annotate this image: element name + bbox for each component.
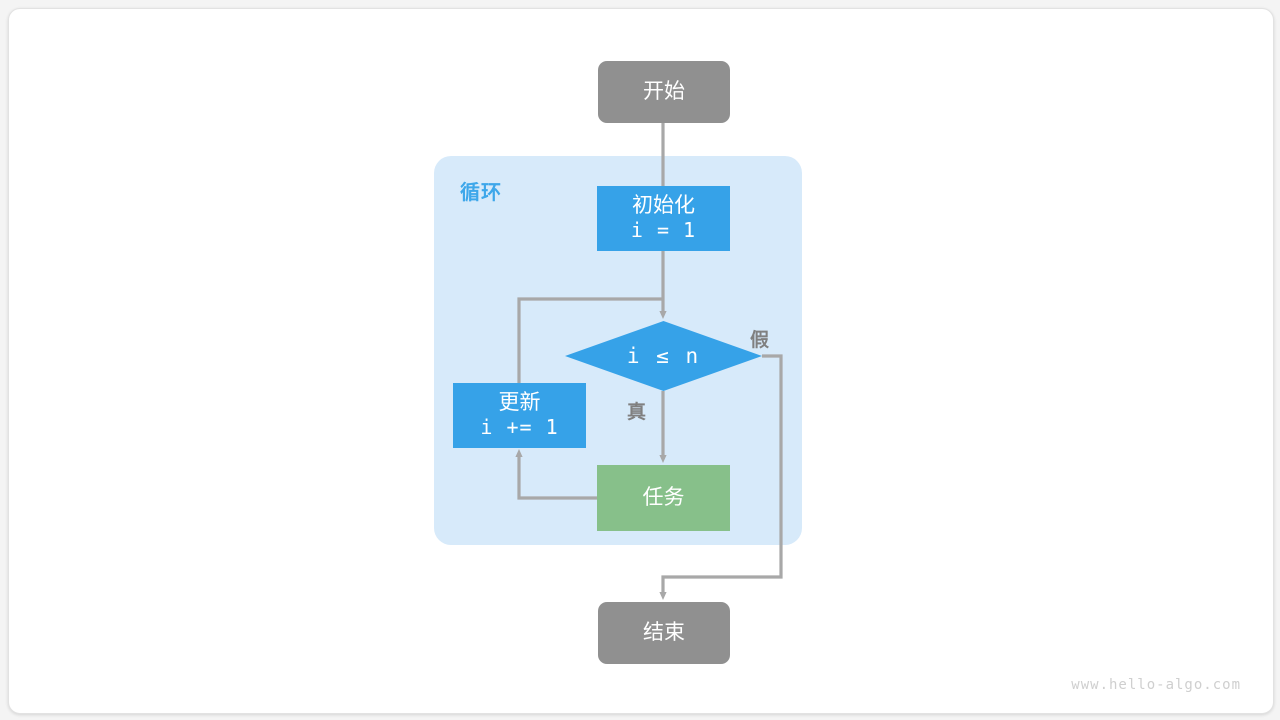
node-init-label: 初始化 (632, 194, 695, 218)
node-condition[interactable]: i ≤ n (565, 321, 762, 391)
node-start-label: 开始 (643, 79, 685, 103)
node-task[interactable]: 任务 (597, 465, 730, 531)
node-task-label: 任务 (642, 485, 685, 509)
node-end[interactable]: 结束 (598, 602, 730, 664)
node-init[interactable]: 初始化 i = 1 (597, 186, 730, 251)
edge-condition-false-to-end (659, 354, 783, 600)
loop-container-label: 循环 (460, 182, 502, 204)
node-update[interactable]: 更新 i += 1 (453, 383, 586, 448)
node-update-expression: i += 1 (480, 415, 559, 440)
edge-update-to-condition (517, 297, 663, 383)
node-init-expression: i = 1 (630, 218, 697, 243)
edge-label-true: 真 (627, 402, 647, 423)
node-end-label: 结束 (643, 620, 685, 644)
watermark: www.hello-algo.com (1071, 677, 1241, 693)
flowchart-connectors (515, 123, 783, 600)
edge-task-to-update (515, 449, 597, 500)
node-start[interactable]: 开始 (598, 61, 730, 123)
diagram-card: 循环 开始 (8, 8, 1274, 714)
edge-label-false: 假 (750, 330, 770, 351)
node-condition-expression: i ≤ n (626, 344, 701, 368)
node-update-label: 更新 (498, 391, 541, 415)
